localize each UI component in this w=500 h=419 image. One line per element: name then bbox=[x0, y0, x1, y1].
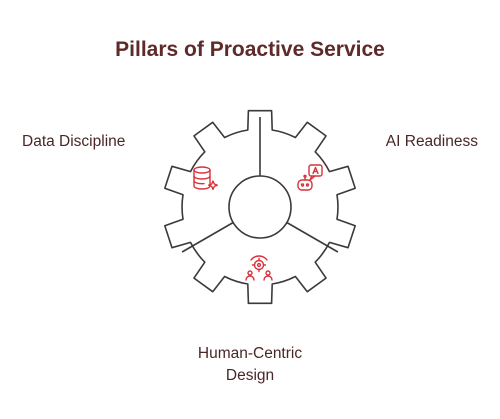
divider-left bbox=[181, 221, 234, 253]
gear-outline bbox=[164, 109, 356, 305]
pillar-label-line-1: Human-Centric bbox=[197, 345, 303, 362]
pillar-label-ai-readiness: AI Readiness bbox=[385, 133, 478, 150]
diagram-title: Pillars of Proactive Service bbox=[115, 38, 385, 61]
ai-robot-icon bbox=[297, 164, 323, 191]
pillar-label-line-2: Design bbox=[225, 367, 275, 384]
pillar-label-data-discipline: Data Discipline bbox=[22, 133, 126, 150]
database-sparkle-icon bbox=[193, 166, 218, 191]
divider-right bbox=[286, 221, 339, 253]
people-network-icon bbox=[245, 255, 273, 281]
pillar-label-human-centric-design: Human-Centric Design bbox=[150, 343, 350, 387]
